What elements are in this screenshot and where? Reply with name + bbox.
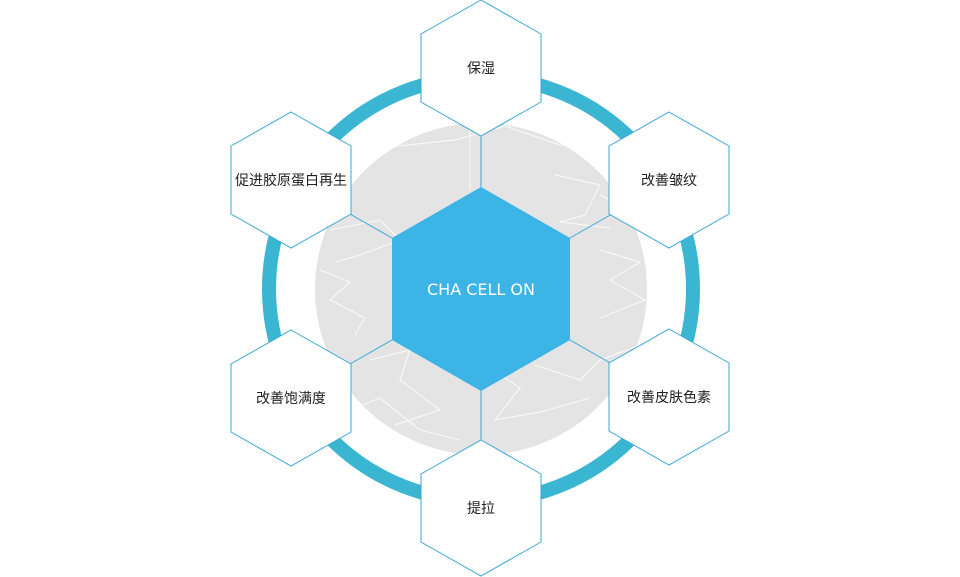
benefit-node-upper-right: 改善皱纹 [608, 111, 730, 249]
benefit-node-bottom: 提拉 [420, 439, 542, 577]
node-hexagon [608, 328, 730, 466]
node-label: 促进胶原蛋白再生 [235, 172, 347, 189]
node-label: 保湿 [467, 61, 495, 77]
node-hexagon [420, 0, 542, 137]
node-label: 改善饱满度 [256, 391, 326, 407]
node-hexagon [608, 111, 730, 249]
connector-lines [349, 136, 613, 442]
benefit-node-top: 保湿 [420, 0, 542, 137]
center-label: CHA CELL ON [427, 280, 535, 299]
node-hexagon [230, 329, 352, 467]
benefit-node-upper-left: 促进胶原蛋白再生 [230, 111, 352, 249]
node-hexagon [230, 111, 352, 249]
center-hexagon [392, 187, 570, 391]
benefit-node-lower-left: 改善饱满度 [230, 329, 352, 467]
benefit-node-lower-right: 改善皮肤色素 [608, 328, 730, 466]
node-hexagon [420, 439, 542, 577]
node-label: 改善皮肤色素 [627, 389, 711, 406]
node-label: 提拉 [467, 501, 495, 517]
node-label: 改善皱纹 [641, 173, 697, 189]
